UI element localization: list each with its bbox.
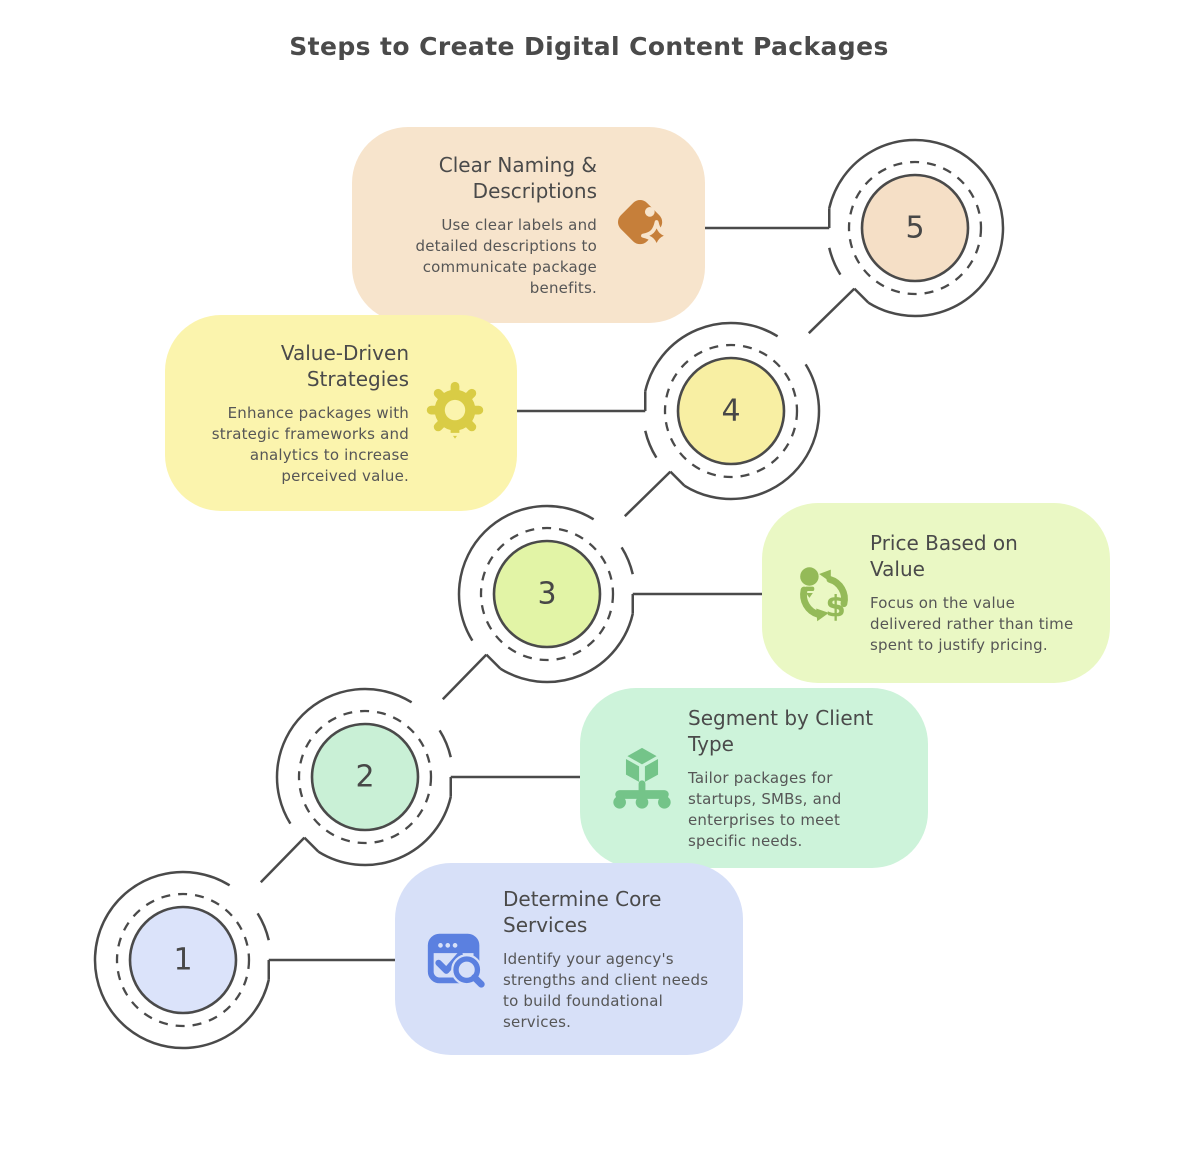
step-title: Segment by Client Type [688,705,874,756]
step-card-1: Determine Core Services Identify your ag… [395,863,743,1055]
step-number-3: 3 [537,576,557,612]
step-description: Focus on the value delivered rather than… [870,594,1074,654]
step-description: Tailor packages for startups, SMBs, and … [688,768,842,850]
step-card-3: $ Price Based on Value Focus on the valu… [762,503,1110,683]
step-number-1: 1 [173,942,193,978]
step-text: Price Based on Value Focus on the value … [870,530,1084,656]
tag-sparkle-icon [607,190,679,260]
step-text: Determine Core Services Identify your ag… [503,886,717,1033]
step-card-2: Segment by Client Type Tailor packages f… [580,688,928,868]
step-number-5: 5 [905,210,925,246]
step-number-4: 4 [721,393,741,429]
value-cycle-icon: $ [788,558,860,628]
step-text: Value-Driven Strategies Enhance packages… [191,340,409,487]
step-text: Clear Naming & Descriptions Use clear la… [378,152,597,299]
step-title: Price Based on Value [870,531,1018,581]
page-title: Steps to Create Digital Content Packages [289,32,889,61]
step-title: Determine Core Services [503,886,662,937]
hierarchy-cube-icon [606,743,678,813]
step-description: Identify your agency's strengths and cli… [503,949,709,1031]
step-text: Segment by Client Type Tailor packages f… [688,705,902,852]
step-number-2: 2 [355,759,375,795]
step-card-5: Clear Naming & Descriptions Use clear la… [352,127,705,323]
step-title: Clear Naming & Descriptions [438,152,597,203]
svg-text:$: $ [826,589,846,623]
browser-check-search-icon [421,924,493,994]
step-description: Use clear labels and detailed descriptio… [415,215,597,297]
step-description: Enhance packages with strategic framewor… [211,403,409,485]
step-title: Value-Driven Strategies [280,340,409,391]
step-card-4: Value-Driven Strategies Enhance packages… [165,315,517,511]
gear-icon [419,378,491,448]
